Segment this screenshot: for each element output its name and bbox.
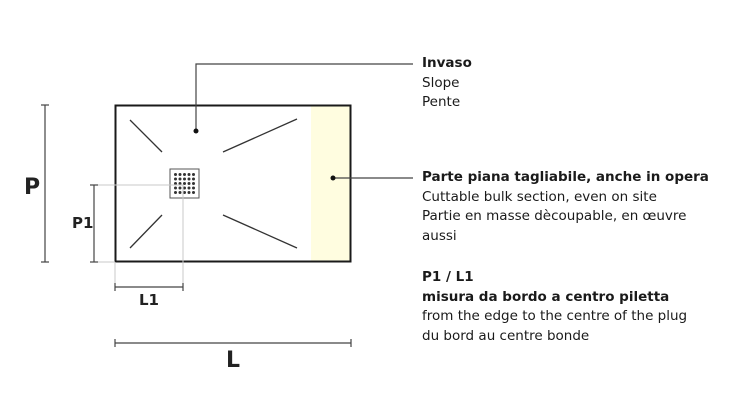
bulk-marker: [330, 175, 336, 181]
callout-measure: P1 / L1 misura da bordo a centro piletta…: [422, 268, 687, 346]
drain-hole: [187, 173, 191, 176]
drain-hole: [192, 177, 195, 181]
callout-slope: Invaso Slope Pente: [422, 54, 472, 113]
drain-hole: [183, 186, 186, 190]
callout-line: Slope: [422, 74, 460, 91]
drain-hole: [178, 173, 182, 176]
callout-title: Parte piana tagliabile, anche in opera: [422, 169, 709, 185]
guide-lines: [94, 184, 184, 290]
slope-marker: [193, 128, 199, 134]
drain-hole: [183, 191, 186, 194]
callout-line: Partie en masse dècoupable, en œuvre: [422, 208, 687, 224]
bulk-section: [311, 105, 351, 262]
drain-hole: [178, 191, 182, 194]
callout-title: P1 / L1: [422, 269, 474, 285]
drain-hole: [174, 186, 177, 190]
dimension-label-l1: L1: [139, 291, 159, 309]
callout-line: aussi: [422, 227, 457, 244]
drain-hole: [178, 182, 182, 185]
drain-hole: [178, 177, 182, 181]
leader-lines: [195, 63, 413, 179]
callout-subtitle: misura da bordo a centro piletta: [422, 288, 670, 305]
drain-hole: [183, 177, 186, 181]
dimension-label-p: P: [24, 175, 41, 200]
drain-hole: [174, 191, 177, 194]
drain-hole: [174, 177, 177, 181]
shower-tray-outline: [114, 104, 352, 263]
drain-hole: [178, 186, 182, 190]
drain-hole: [192, 186, 195, 190]
callout-line: du bord au centre bonde: [422, 327, 590, 344]
callout-line: from the edge to the centre of the plug: [422, 308, 688, 324]
drain-hole: [187, 182, 191, 185]
callout-bulk: Parte piana tagliabile, anche in opera C…: [422, 168, 709, 246]
drain-hole: [192, 182, 195, 185]
drain-hole: [187, 177, 191, 181]
drain-icon: [169, 168, 200, 199]
drain-hole: [187, 191, 191, 194]
dimension-label-p1: P1: [72, 214, 94, 232]
drain-hole: [174, 173, 177, 176]
dimension-label-l: L: [226, 348, 241, 373]
drain-hole: [183, 173, 186, 176]
drain-hole: [183, 182, 186, 185]
slope-lines: [129, 118, 298, 249]
drain-hole: [187, 186, 191, 190]
callout-line: Pente: [422, 94, 461, 110]
callout-title: Invaso: [422, 55, 472, 71]
callout-line: Cuttable bulk section, even on site: [422, 188, 657, 205]
drain-hole: [192, 191, 195, 194]
drain-hole: [192, 173, 195, 176]
drain-hole: [174, 182, 177, 185]
dimension-lines: [41, 104, 352, 347]
